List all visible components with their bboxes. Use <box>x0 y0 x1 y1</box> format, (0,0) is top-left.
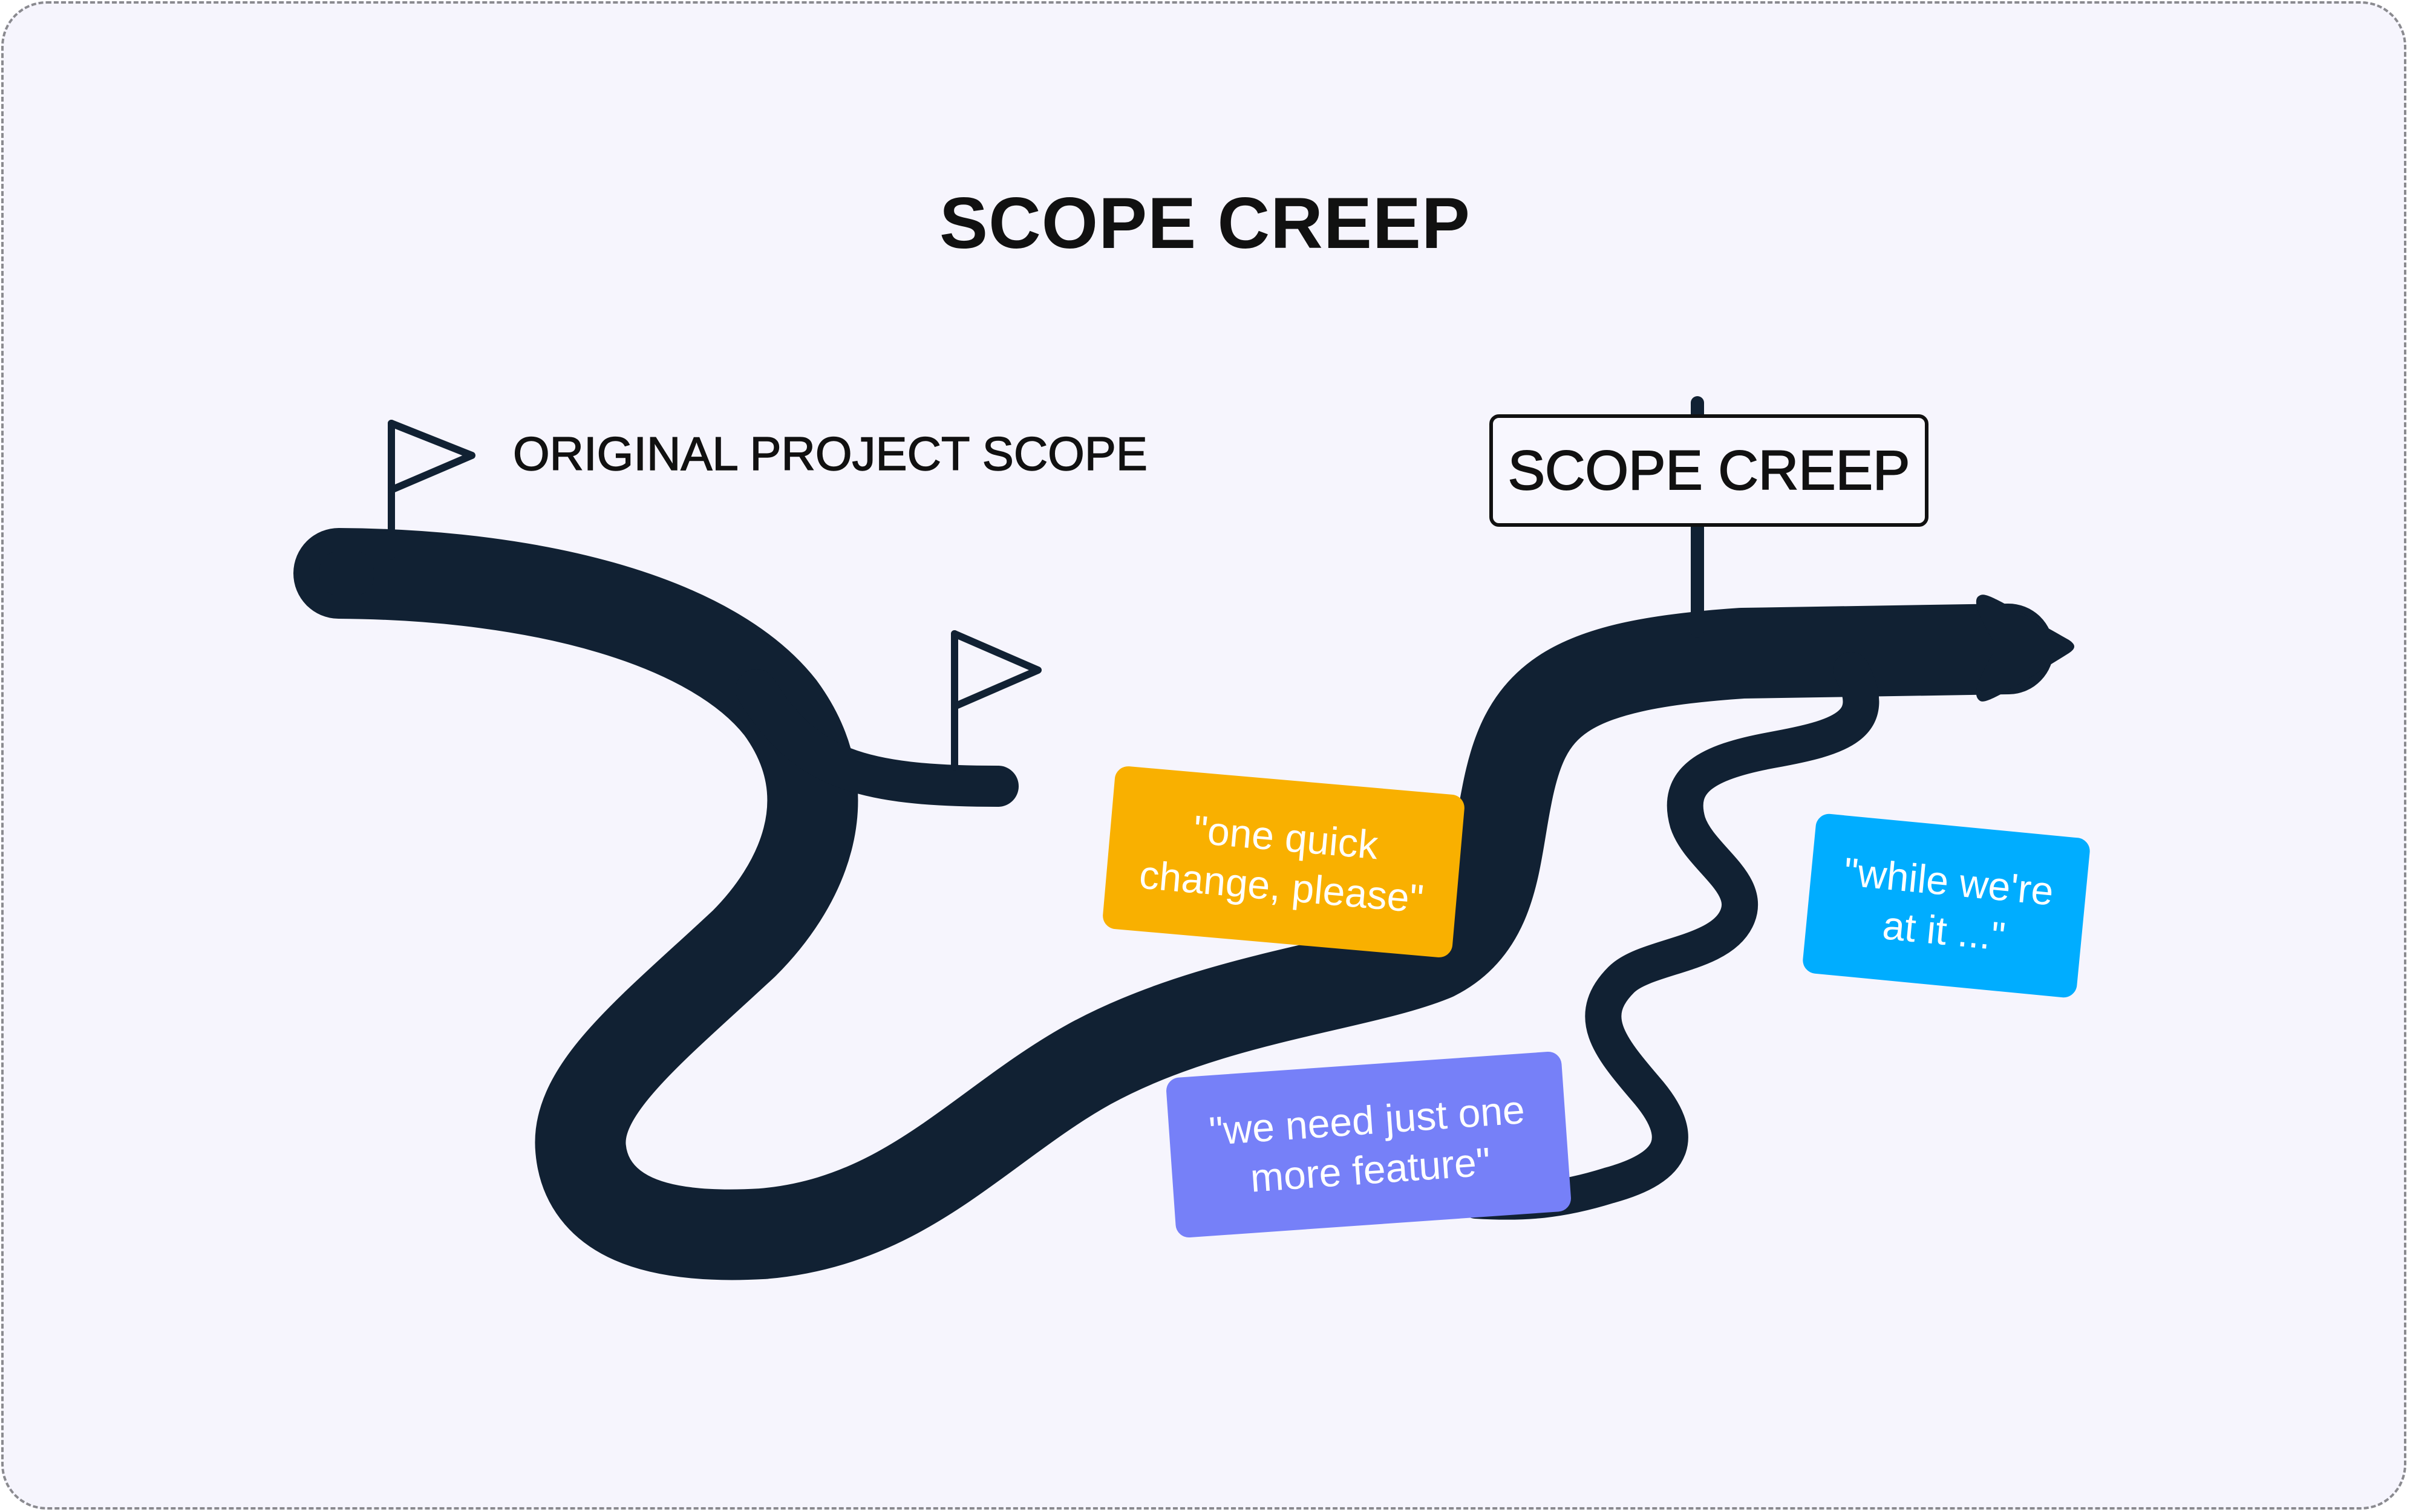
original-scope-label: ORIGINAL PROJECT SCOPE <box>512 426 1148 481</box>
original-end-flag-icon <box>951 630 1042 771</box>
original-scope-branch <box>736 669 1019 807</box>
note-while-were-at-it: "while we're at it ..." <box>1801 812 2091 999</box>
start-flag-icon <box>388 420 475 560</box>
road-start-cap <box>319 552 374 595</box>
creeping-road <box>1458 652 1879 1220</box>
scope-creep-sign: SCOPE CREEP <box>1489 414 1928 527</box>
arrow-right-icon <box>1976 595 2074 702</box>
note-one-quick-change: "one quick change, please" <box>1102 765 1466 959</box>
sign-label: SCOPE CREEP <box>1507 439 1911 502</box>
page-title: SCOPE CREEP <box>939 183 1471 264</box>
note-one-more-feature: "we need just one more feature" <box>1165 1051 1572 1239</box>
